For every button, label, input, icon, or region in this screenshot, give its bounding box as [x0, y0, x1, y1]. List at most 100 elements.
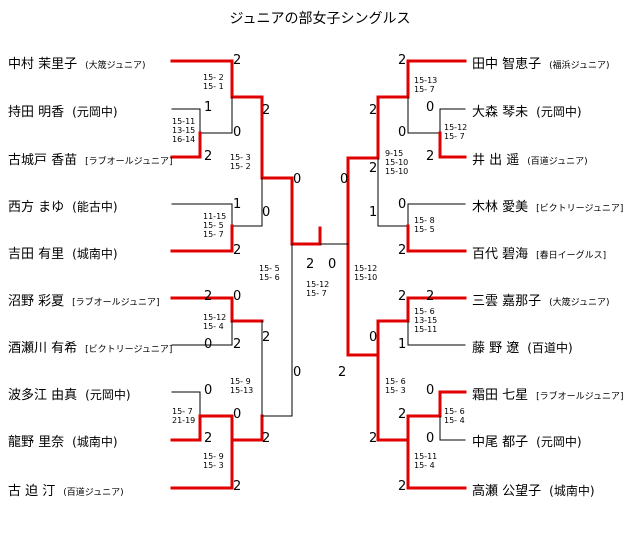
- game-scores: 15- 6 15- 3: [385, 377, 406, 395]
- player-team: (百道ジュニア): [527, 157, 588, 167]
- player-name: 西方 まゆ: [8, 200, 65, 215]
- match-score: 2: [398, 289, 407, 304]
- player-name: 百代 碧海: [472, 247, 529, 262]
- player-name: 酒瀬川 有希: [8, 341, 78, 356]
- player-name: 波多江 由真: [8, 388, 78, 403]
- game-scores: 15- 6 13-15 15-11: [414, 307, 438, 334]
- player-name: 中尾 都子: [472, 435, 529, 450]
- left-player-3: 古城戸 香苗 [ラブオールジュニア]: [8, 149, 173, 168]
- player-name: 井 出 遥: [472, 153, 520, 168]
- player-team: (大筬ジュニア): [549, 298, 610, 308]
- match-score: 2: [204, 289, 213, 304]
- match-score: 0: [340, 172, 349, 187]
- left-player-10: 古 迫 汀 (百道ジュニア): [8, 480, 124, 499]
- match-score: 2: [233, 243, 242, 258]
- game-scores: 15-12 15-10: [354, 264, 378, 282]
- match-score: 2: [204, 431, 213, 446]
- match-score: 2: [398, 53, 407, 68]
- match-score: 0: [426, 100, 435, 115]
- match-score: 2: [233, 479, 242, 494]
- player-name: 古城戸 香苗: [8, 153, 78, 168]
- player-name: 吉田 有里: [8, 247, 65, 262]
- player-team: (福浜ジュニア): [549, 61, 610, 71]
- player-team: [ビクトリージュニア]: [85, 345, 173, 355]
- game-scores: 15- 9 15- 3: [203, 452, 224, 470]
- game-scores: 15- 7 21-19: [172, 407, 196, 425]
- player-team: (百道ジュニア): [63, 488, 124, 498]
- player-team: (元岡中): [72, 105, 118, 119]
- player-name: 沼野 彩夏: [8, 294, 65, 309]
- match-score: 1: [398, 337, 407, 352]
- player-team: [ラブオールジュニア]: [85, 157, 173, 167]
- match-score: 2: [306, 257, 315, 272]
- match-score: 1: [369, 205, 378, 220]
- right-player-9: 中尾 都子 (元岡中): [472, 431, 582, 450]
- player-name: 三雲 嘉那子: [472, 294, 542, 309]
- player-name: 田中 智恵子: [472, 57, 542, 72]
- left-player-9: 龍野 里奈 (城南中): [8, 431, 118, 450]
- left-player-8: 波多江 由真 (元岡中): [8, 384, 131, 403]
- match-score: 0: [204, 383, 213, 398]
- player-team: (城南中): [549, 484, 595, 498]
- left-player-2: 持田 明香 (元岡中): [8, 101, 118, 120]
- match-score: 0: [293, 365, 302, 380]
- player-team: (元岡中): [536, 435, 582, 449]
- game-scores: 15-12 15- 7: [306, 280, 330, 298]
- match-score: 2: [426, 149, 435, 164]
- right-player-6: 三雲 嘉那子 (大筬ジュニア): [472, 290, 610, 309]
- left-player-5: 吉田 有里 (城南中): [8, 243, 118, 262]
- page-title: ジュニアの部女子シングルス: [229, 11, 411, 27]
- player-team: [ビクトリージュニア]: [536, 204, 624, 214]
- game-scores: 9-15 15-10 15-10: [385, 149, 409, 176]
- game-scores: 15-12 15- 4: [203, 313, 227, 331]
- right-player-2: 大森 琴未(元岡中): [472, 101, 582, 120]
- match-score: 2: [398, 407, 407, 422]
- match-score: 0: [262, 205, 271, 220]
- match-score: 2: [369, 161, 378, 176]
- match-score: 0: [233, 407, 242, 422]
- player-team: [春日イーグルス]: [536, 251, 607, 261]
- left-player-6: 沼野 彩夏[ラブオールジュニア]: [8, 290, 160, 309]
- game-scores: 15- 6 15- 4: [444, 407, 465, 425]
- match-score: 0: [204, 337, 213, 352]
- game-scores: 15- 3 15- 2: [230, 153, 251, 171]
- game-scores: 11-15 15- 5 15- 7: [203, 212, 227, 239]
- right-player-5: 百代 碧海 [春日イーグルス]: [472, 243, 606, 262]
- player-team: (元岡中): [85, 388, 131, 402]
- game-scores: 15- 9 15-13: [230, 377, 254, 395]
- game-scores: 15- 8 15- 5: [414, 216, 435, 234]
- player-team: (大筬ジュニア): [85, 61, 146, 71]
- match-score: 2: [369, 431, 378, 446]
- game-scores: 15- 5 15- 6: [259, 264, 280, 282]
- match-score: 0: [398, 197, 407, 212]
- match-score: 0: [426, 431, 435, 446]
- game-scores: 15-12 15- 7: [444, 123, 468, 141]
- match-score: 2: [398, 479, 407, 494]
- right-player-8: 霜田 七星[ラブオールジュニア]: [472, 384, 624, 403]
- match-score: 2: [262, 330, 271, 345]
- match-score: 2: [233, 337, 242, 352]
- player-name: 高瀬 公望子: [472, 484, 542, 499]
- right-player-3: 井 出 遥 (百道ジュニア): [472, 149, 588, 168]
- match-score: 2: [204, 149, 213, 164]
- match-score: 0: [398, 125, 407, 140]
- match-score: 2: [426, 289, 435, 304]
- player-team: (元岡中): [536, 105, 582, 119]
- match-score: 2: [262, 103, 271, 118]
- player-team: (城南中): [72, 247, 118, 261]
- match-score: 2: [233, 53, 242, 68]
- match-score: 2: [369, 103, 378, 118]
- match-score: 2: [398, 243, 407, 258]
- right-player-7: 藤 野 遼(百道中): [472, 337, 573, 356]
- match-score: 2: [338, 365, 347, 380]
- left-player-1: 中村 茉里子(大筬ジュニア): [8, 53, 146, 72]
- player-name: 龍野 里奈: [8, 435, 65, 450]
- player-name: 古 迫 汀: [8, 484, 56, 499]
- player-name: 持田 明香: [8, 105, 65, 120]
- match-score: 1: [233, 197, 242, 212]
- player-team: (城南中): [72, 435, 118, 449]
- match-score: 0: [233, 125, 242, 140]
- player-team: (能古中): [72, 200, 118, 214]
